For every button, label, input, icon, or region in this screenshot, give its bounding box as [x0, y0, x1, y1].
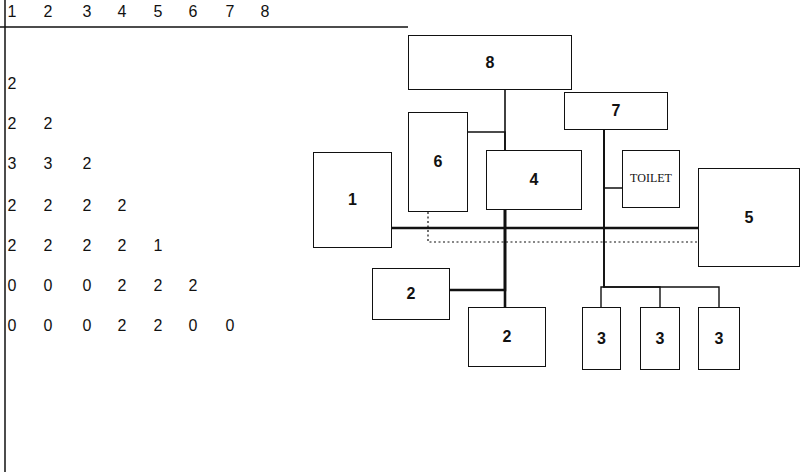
table-cell: 1: [154, 238, 163, 254]
column-number: 3: [83, 4, 92, 20]
table-cell: 0: [8, 318, 17, 334]
room-number: 3: [656, 330, 665, 348]
matrix-axis: [0, 26, 408, 28]
table-cell: 2: [44, 116, 53, 132]
table-cell: 2: [154, 318, 163, 334]
table-cell: 0: [44, 318, 53, 334]
column-number: 7: [226, 4, 235, 20]
table-cell: 2: [44, 198, 53, 214]
room-box: 7: [564, 92, 668, 130]
table-cell: 2: [8, 76, 17, 92]
room-number: 2: [503, 328, 512, 346]
table-cell: 0: [44, 278, 53, 294]
table-cell: 3: [44, 156, 53, 172]
room-box: 2: [468, 307, 546, 367]
table-cell: 2: [118, 238, 127, 254]
table-cell: 2: [8, 198, 17, 214]
room-box: 2: [372, 268, 450, 320]
dotted-connector: [428, 212, 698, 242]
room-box: 4: [486, 150, 582, 210]
table-cell: 0: [83, 278, 92, 294]
column-number: 2: [44, 4, 53, 20]
table-cell: 2: [83, 156, 92, 172]
table-cell: 2: [44, 238, 53, 254]
connector-line: [392, 227, 698, 230]
room-number: 5: [745, 209, 754, 227]
table-cell: 2: [118, 318, 127, 334]
room-box: 3: [582, 307, 621, 370]
toilet-box: TOILET: [622, 150, 680, 208]
table-cell: 2: [83, 238, 92, 254]
table-cell: 0: [83, 318, 92, 334]
table-cell: 0: [8, 278, 17, 294]
room-number: 6: [434, 153, 443, 171]
room-number: 7: [612, 102, 621, 120]
connector-line: [604, 130, 622, 188]
room-number: 3: [597, 330, 606, 348]
room-box: 3: [698, 307, 740, 370]
room-number: 1: [348, 191, 357, 209]
room-number: TOILET: [630, 172, 672, 185]
room-number: 4: [530, 171, 539, 189]
table-cell: 0: [189, 318, 198, 334]
table-cell: 2: [118, 278, 127, 294]
column-number: 1: [8, 4, 17, 20]
table-cell: 2: [189, 278, 198, 294]
matrix-axis: [4, 0, 6, 472]
connector-line: [504, 210, 507, 307]
table-cell: 2: [83, 198, 92, 214]
column-number: 5: [154, 4, 163, 20]
column-number: 4: [118, 4, 127, 20]
table-cell: 3: [8, 156, 17, 172]
room-box: 5: [698, 168, 800, 267]
column-number: 8: [261, 4, 270, 20]
table-cell: 2: [8, 116, 17, 132]
room-box: 1: [313, 152, 392, 248]
connector-line: [468, 132, 505, 150]
room-number: 2: [407, 285, 416, 303]
room-box: 6: [408, 112, 468, 212]
connector-line: [450, 210, 505, 290]
room-box: 3: [640, 307, 680, 370]
table-cell: 2: [8, 238, 17, 254]
table-cell: 2: [154, 278, 163, 294]
room-number: 8: [486, 54, 495, 72]
table-cell: 2: [118, 198, 127, 214]
table-cell: 0: [226, 318, 235, 334]
room-box: 8: [408, 35, 572, 90]
room-number: 3: [715, 330, 724, 348]
column-number: 6: [189, 4, 198, 20]
